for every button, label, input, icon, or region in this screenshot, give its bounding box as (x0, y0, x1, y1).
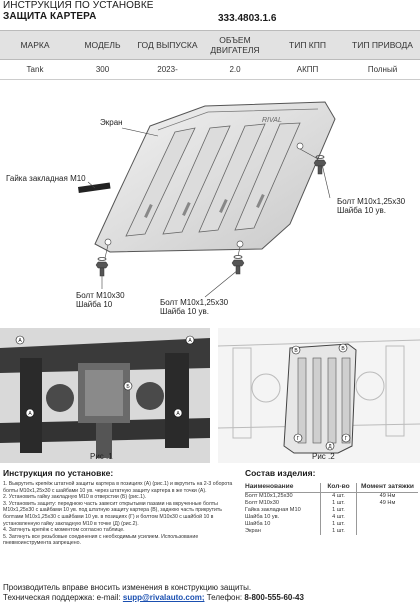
parts-row-name: Болт М10х30 (245, 500, 279, 506)
spec-cell-brand: Tank (26, 65, 44, 74)
vehicle-spec-table: МАРКА МОДЕЛЬ ГОД ВЫПУСКА ОБЪЕМ ДВИГАТЕЛЯ… (0, 30, 420, 80)
instructions-body: 1. Выкрутить крепёж штатной защиты карте… (3, 481, 241, 547)
parts-row-torque (356, 514, 418, 521)
bolt-part (95, 261, 109, 269)
exploded-diagram: RIVAL (0, 84, 420, 324)
instruction-step: 1. Выкрутить крепёж штатной защиты карте… (3, 481, 233, 494)
plate-rib (198, 123, 266, 233)
svg-text:А: А (188, 338, 192, 344)
figure-1-photo: А А А А Б Рис .1 (0, 328, 210, 463)
spec-header-brand: МАРКА (20, 40, 50, 50)
parts-table: Наименование Кол-во Момент затяжки Болт … (245, 483, 420, 535)
title-line-1: ИНСТРУКЦИЯ ПО УСТАНОВКЕ (3, 0, 154, 11)
parts-row-qty: 1 шт. (320, 521, 356, 528)
parts-row-qty: 1 шт. (320, 528, 356, 535)
svg-text:Б: Б (126, 384, 130, 390)
phone-prefix: Телефон: (204, 593, 245, 602)
parts-row-torque: 49 Нм (356, 493, 418, 500)
label-nut: Гайка закладная М10 (6, 174, 86, 183)
parts-row-name: Экран (245, 528, 261, 534)
parts-row-qty: 1 шт. (320, 507, 356, 514)
svg-text:А: А (18, 338, 22, 344)
parts-row-name: Шайба 10 (245, 521, 271, 527)
spec-header-year: ГОД ВЫПУСКА (137, 40, 198, 50)
plate-rib (125, 127, 196, 237)
svg-text:А: А (28, 411, 32, 417)
bolt-part (313, 159, 327, 167)
label-bolt-left-line1: Болт М10х30 (76, 291, 125, 300)
parts-header-name: Наименование (245, 483, 320, 493)
svg-text:Г: Г (297, 436, 300, 442)
instruction-step: 2. Установить гайку закладную М10 в отве… (3, 494, 147, 501)
spec-table-header: МАРКА МОДЕЛЬ ГОД ВЫПУСКА ОБЪЕМ ДВИГАТЕЛЯ… (0, 30, 420, 60)
parts-header-qty: Кол-во (320, 483, 356, 493)
svg-text:В: В (341, 346, 345, 352)
parts-row-qty: 4 шт. (320, 493, 356, 500)
parts-row-qty: 4 шт. (320, 514, 356, 521)
document-title: ИНСТРУКЦИЯ ПО УСТАНОВКЕ ЗАЩИТА КАРТЕРА (3, 0, 154, 22)
plate-rib (162, 125, 231, 235)
label-bolt-bottom-line2: Шайба 10 ув. (160, 307, 209, 316)
svg-text:В: В (294, 348, 298, 354)
spec-cell-year: 2023- (157, 65, 178, 74)
parts-row-name: Шайба 10 ув. (245, 514, 280, 520)
parts-row-torque: 49 Нм (356, 500, 418, 507)
spec-header-engine: ОБЪЕМ ДВИГАТЕЛЯ (210, 35, 260, 55)
installation-instructions: Инструкция по установке: 1. Выкрутить кр… (3, 468, 241, 547)
label-bolt-left: Болт М10х30 Шайба 10 (76, 291, 125, 309)
svg-text:Г: Г (345, 436, 348, 442)
parts-header-torque: Момент затяжки (356, 483, 418, 493)
instruction-step: 5. Затянуть все резьбовые соединения с н… (3, 533, 199, 547)
bolt-part (231, 259, 245, 267)
spec-table-row: Tank 300 2023- 2.0 АКПП Полный (0, 60, 420, 80)
spec-cell-drive: Полный (367, 65, 398, 74)
installed-plate-drawing: В В Г Г Д (218, 328, 420, 463)
label-bolt-bottom-line1: Болт М10х1,25х30 (160, 298, 229, 307)
underbody-photo-drawing: А А А А Б (0, 328, 210, 463)
footer-support: Техническая поддержка: e-mail: supp@riva… (3, 593, 418, 603)
instruction-step: 3. Установить защиту: переднюю часть зав… (3, 500, 222, 527)
plate-rib (234, 122, 301, 231)
parts-row-name: Болт М10х1,25х30 (245, 493, 293, 499)
instruction-step: 4. Затянуть крепёж с моментом согласно т… (3, 527, 125, 534)
title-line-2: ЗАЩИТА КАРТЕРА (3, 11, 97, 22)
parts-row-name: Гайка закладная М10 (245, 507, 301, 513)
figure-2-caption: Рис .2 (312, 452, 335, 461)
label-bolt-bottom: Болт М10х1,25х30 Шайба 10 ув. (160, 298, 228, 316)
svg-text:А: А (176, 411, 180, 417)
label-bolt-right-line1: Болт М10х1,25х30 (337, 197, 406, 206)
parts-row-qty: 1 шт. (320, 500, 356, 507)
figure-2-photo: В В Г Г Д Рис .2 (218, 328, 420, 463)
spec-header-drive: ТИП ПРИВОДА (352, 40, 413, 50)
spec-cell-gearbox: АКПП (296, 65, 319, 74)
label-screen: Экран (100, 118, 123, 127)
support-prefix: Техническая поддержка: e-mail: (3, 593, 123, 602)
label-bolt-right: Болт М10х1,25х30 Шайба 10 ув. (337, 197, 405, 215)
skid-plate-drawing: RIVAL (78, 101, 336, 298)
support-email-link[interactable]: supp@rivalauto.com; (122, 593, 205, 602)
support-phone: 8-800-555-60-43 (244, 593, 304, 602)
spec-header-model: МОДЕЛЬ (84, 40, 121, 50)
svg-text:Д: Д (328, 444, 332, 450)
document-header: ИНСТРУКЦИЯ ПО УСТАНОВКЕ ЗАЩИТА КАРТЕРА 3… (0, 0, 420, 26)
document-footer: Производитель вправе вносить изменения в… (3, 583, 418, 603)
spec-cell-model: 300 (95, 65, 110, 74)
label-bolt-right-line2: Шайба 10 ув. (337, 206, 386, 215)
svg-text:RIVAL: RIVAL (262, 117, 282, 124)
parts-list: Состав изделия: Наименование Кол-во Моме… (245, 468, 420, 535)
part-number: 333.4803.1.6 (218, 13, 277, 24)
spec-cell-engine: 2.0 (229, 65, 241, 74)
spec-header-gearbox: ТИП КПП (289, 40, 326, 50)
label-bolt-left-line2: Шайба 10 (76, 300, 113, 309)
footer-disclaimer: Производитель вправе вносить изменения в… (3, 583, 252, 592)
figure-1-caption: Рис .1 (90, 452, 113, 461)
parts-row-torque (356, 528, 418, 535)
parts-row-torque (356, 507, 418, 514)
parts-row-torque (356, 521, 418, 528)
instructions-title: Инструкция по установке: (3, 468, 114, 478)
parts-title: Состав изделия: (245, 468, 316, 478)
